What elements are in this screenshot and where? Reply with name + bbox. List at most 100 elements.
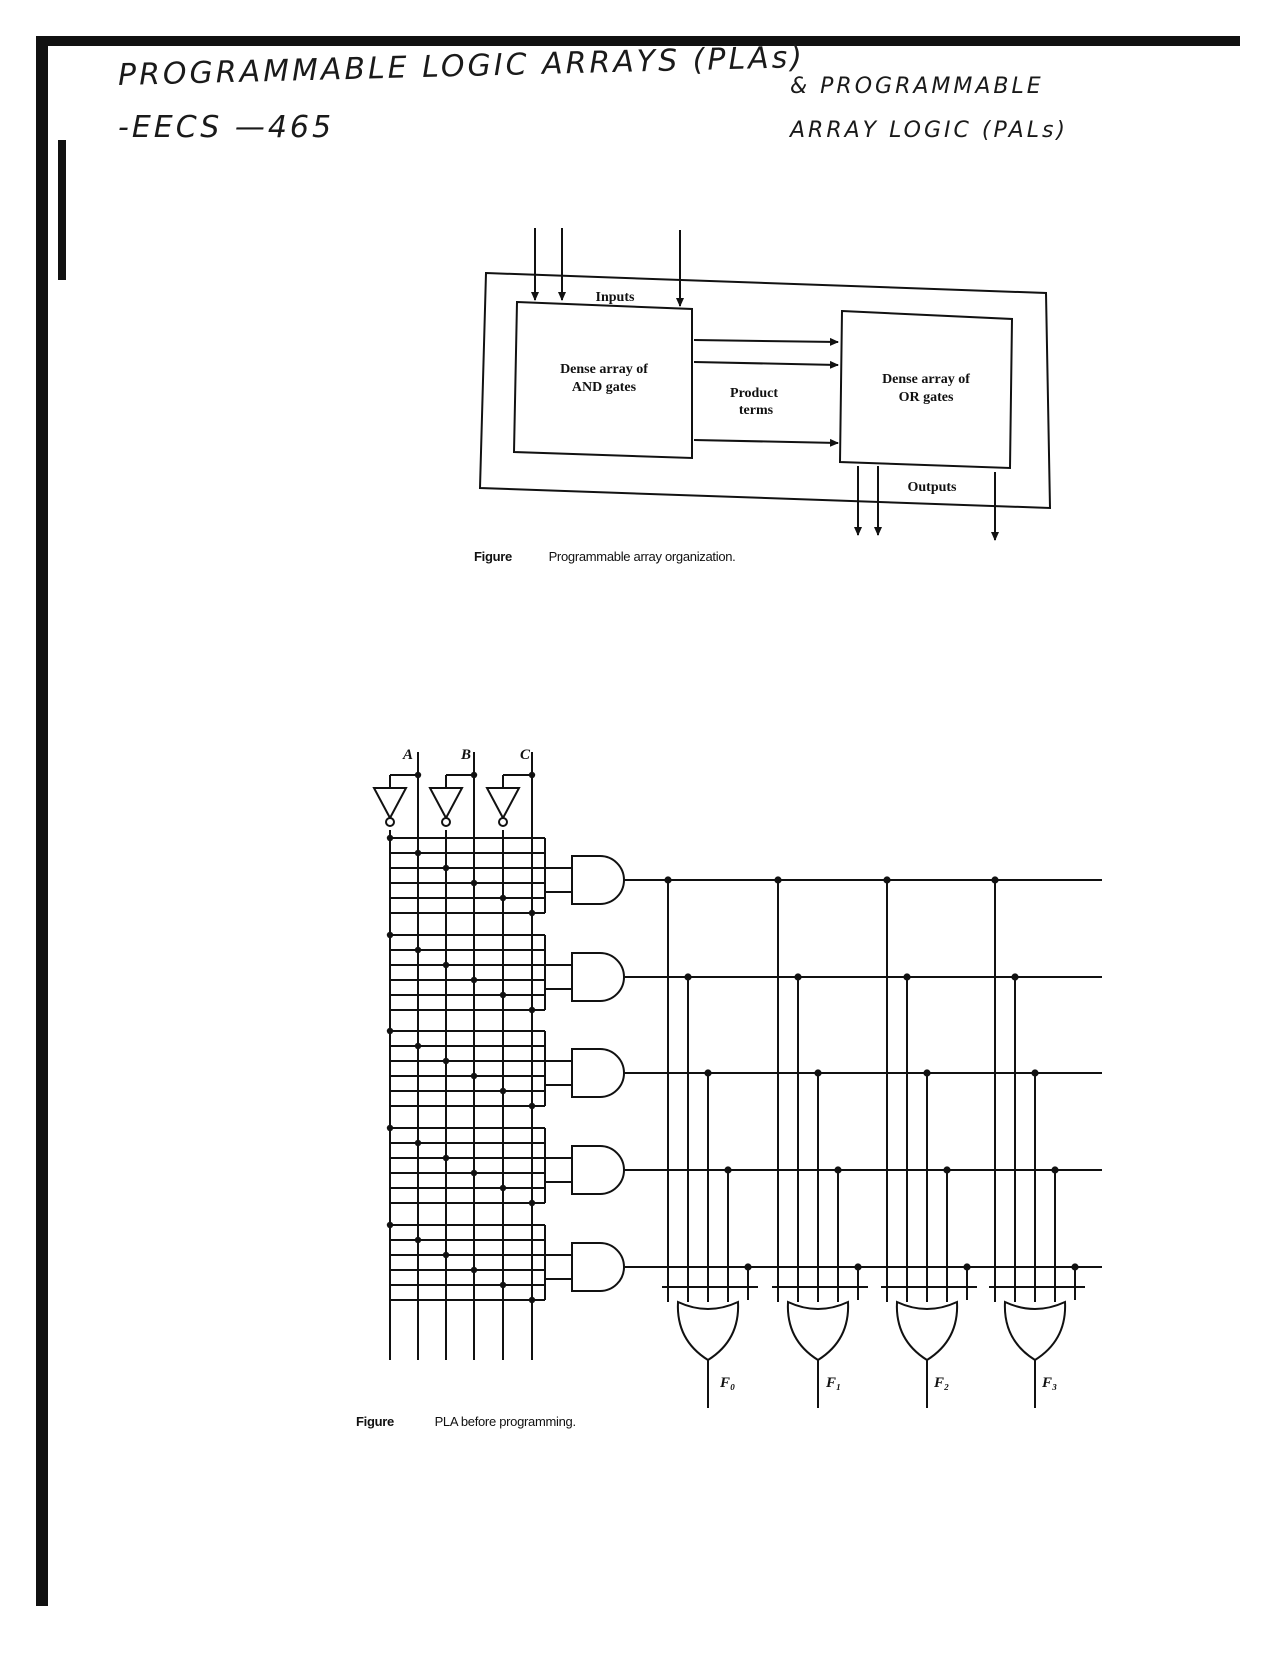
figure1-caption-prefix: Figure — [474, 549, 512, 564]
and-connection-dot — [528, 1296, 536, 1304]
and-connection-dot — [414, 946, 422, 954]
and-connection-dot — [386, 1124, 394, 1132]
and-connection-dot — [528, 1006, 536, 1014]
and-connection-dot — [414, 1042, 422, 1050]
and-connection-dot — [470, 976, 478, 984]
and-gate-0 — [571, 855, 625, 905]
and-connection-dot — [528, 1199, 536, 1207]
or-block-label-1: Dense array of — [882, 372, 970, 387]
or-gate-2 — [895, 1300, 959, 1362]
or-connection-dot — [903, 973, 911, 981]
and-connection-dot — [499, 991, 507, 999]
inverter-b — [428, 787, 464, 821]
input-label-a: A — [402, 747, 413, 763]
input-label-c: C — [520, 747, 531, 763]
and-connection-dot — [414, 849, 422, 857]
or-connection-dot — [1051, 1166, 1059, 1174]
or-connection-dot — [744, 1263, 752, 1271]
or-connection-dot — [774, 876, 782, 884]
and-connection-dot — [470, 1266, 478, 1274]
or-connection-dot — [664, 876, 672, 884]
and-block-label-1: Dense array of — [560, 362, 648, 377]
and-connection-dot — [386, 1027, 394, 1035]
and-connection-dot — [499, 1087, 507, 1095]
inverter-bubble-a — [385, 817, 395, 827]
or-connection-dot — [724, 1166, 732, 1174]
inverter-bubble-c — [498, 817, 508, 827]
input-tap-dot-b — [470, 771, 478, 779]
input-label-b: B — [460, 747, 471, 763]
or-connection-dot — [991, 876, 999, 884]
outputs-label: Outputs — [907, 480, 957, 495]
or-connection-dot — [963, 1263, 971, 1271]
inverter-bubble-b — [441, 817, 451, 827]
output-label-f2: F₂ — [933, 1375, 949, 1391]
or-gate-3 — [1003, 1300, 1067, 1362]
figure1-caption: Figure Programmable array organization. — [474, 549, 736, 564]
or-connection-dot — [883, 876, 891, 884]
and-array-block — [512, 300, 693, 460]
figure2-caption-text: PLA before programming. — [434, 1414, 577, 1429]
or-connection-dot — [834, 1166, 842, 1174]
and-connection-dot — [414, 1139, 422, 1147]
scan-mark-left — [58, 140, 66, 280]
and-gate-2 — [571, 1048, 625, 1098]
and-connection-dot — [386, 1221, 394, 1229]
input-tap-dot-a — [414, 771, 422, 779]
and-connection-dot — [386, 931, 394, 939]
or-connection-dot — [684, 973, 692, 981]
and-connection-dot — [528, 909, 536, 917]
outer-box — [478, 271, 1052, 510]
or-gate-1 — [786, 1300, 850, 1362]
and-connection-dot — [414, 1236, 422, 1244]
output-label-f1: F₁ — [825, 1375, 841, 1391]
and-connection-dot — [386, 834, 394, 842]
product-terms-label-1: Product — [730, 386, 778, 401]
figure1-caption-text: Programmable array organization. — [548, 549, 736, 564]
and-gate-3 — [571, 1145, 625, 1195]
or-connection-dot — [1071, 1263, 1079, 1271]
output-label-f3: F₃ — [1041, 1375, 1057, 1391]
or-connection-dot — [943, 1166, 951, 1174]
and-connection-dot — [442, 1251, 450, 1259]
inverter-c — [485, 787, 521, 821]
figure2-caption-prefix: Figure — [356, 1414, 394, 1429]
and-connection-dot — [499, 894, 507, 902]
and-connection-dot — [470, 1169, 478, 1177]
and-connection-dot — [442, 1154, 450, 1162]
or-connection-dot — [814, 1069, 822, 1077]
or-gate-0 — [676, 1300, 740, 1362]
or-connection-dot — [854, 1263, 862, 1271]
figure2-caption: Figure PLA before programming. — [356, 1414, 576, 1429]
handwritten-title-line1-right: & PROGRAMMABLE — [790, 74, 1044, 99]
and-connection-dot — [470, 879, 478, 887]
scan-border-top — [36, 36, 1240, 46]
and-connection-dot — [528, 1102, 536, 1110]
and-connection-dot — [499, 1281, 507, 1289]
scan-border-left — [36, 36, 48, 1606]
handwritten-course-code: -EECS —465 — [118, 110, 335, 145]
product-terms-label-2: terms — [739, 403, 774, 418]
and-connection-dot — [442, 864, 450, 872]
and-block-label-2: AND gates — [572, 380, 637, 395]
or-block-label-2: OR gates — [899, 390, 954, 405]
or-connection-dot — [794, 973, 802, 981]
and-connection-dot — [499, 1184, 507, 1192]
or-connection-dot — [704, 1069, 712, 1077]
or-array-block — [838, 309, 1014, 470]
handwritten-title-line2-right: ARRAY LOGIC (PALs) — [790, 118, 1068, 143]
inputs-label: Inputs — [596, 290, 635, 305]
and-connection-dot — [442, 961, 450, 969]
and-gate-4 — [571, 1242, 625, 1292]
and-connection-dot — [470, 1072, 478, 1080]
input-tap-dot-c — [528, 771, 536, 779]
and-connection-dot — [442, 1057, 450, 1065]
or-connection-dot — [1031, 1069, 1039, 1077]
output-label-f0: F₀ — [719, 1375, 735, 1391]
or-connection-dot — [923, 1069, 931, 1077]
and-gate-1 — [571, 952, 625, 1002]
or-connection-dot — [1011, 973, 1019, 981]
inverter-a — [372, 787, 408, 821]
